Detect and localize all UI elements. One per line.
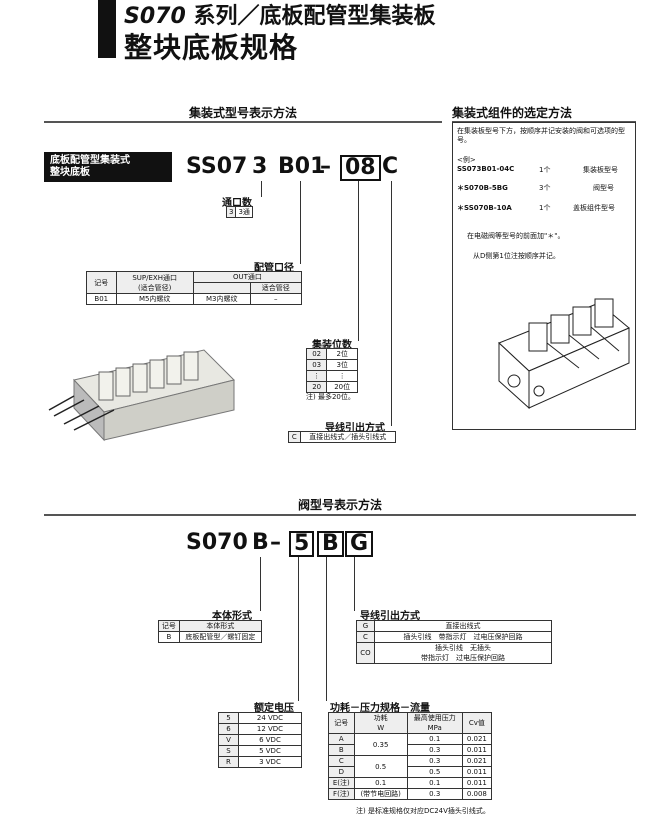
code-dash: – [320,154,331,179]
lead-label: 导线引出方式 [360,611,420,622]
selection-row-name: 阀型号 [593,184,614,192]
stations-label: 集装位数 [312,340,352,351]
wiring-label: 导线引出方式 [325,423,385,434]
manifold-code-wiring: C [382,154,399,179]
manifold-code-station: 3 [252,154,268,179]
port-size-table: 记号 SUP/EXH通口(适合管径) OUT通口 适合管径 B01 M5内螺纹 … [86,271,303,305]
manifold-code-base: SS07 [186,154,248,179]
manifold-illustration [48,349,235,442]
code-dash: – [270,530,281,555]
divider [44,514,636,516]
valve-code-body: B [252,530,269,555]
header-bar [98,0,116,58]
manifold-assembly-illustration [498,298,630,410]
selection-row-name: 盖板组件型号 [573,204,615,212]
valve-code-base: S070 [186,530,248,555]
example-label: <例> [457,156,476,164]
voltage-label: 额定电压 [254,703,294,714]
port-size-label: 配管口径 [254,263,294,274]
power-label: 功耗－压力规格－流量 [330,703,430,714]
series-title: S070 系列／底板配管型集装板 [124,4,436,29]
selection-panel: 在集装板型号下方，按顺序并记安装的阀和可选项的型号。 <例> SS073B01-… [452,122,636,430]
selection-row-qty: 3个 [539,184,551,192]
valve-code-lead: G [345,531,374,557]
manifold-section-title: 集装式型号表示方法 [188,106,297,120]
selection-row-name: 集装板型号 [583,166,618,174]
selection-row-code: SS073B01-04C [457,165,515,173]
valve-section-title: 阀型号表示方法 [297,498,382,512]
selection-row-qty: 1个 [539,204,551,212]
selection-row-code: ＊SS070B-10A [457,204,512,212]
valve-code-power: B [317,531,344,557]
station-count-label: 通口数 [222,198,252,209]
selection-row-qty: 1个 [539,166,551,174]
manifold-type-label: 底板配管型集装式 整块底板 [44,152,172,182]
selection-note: 在电磁阀等型号的前面加"＊"。 [467,232,565,240]
page-title: 整块底板规格 [124,31,299,64]
selection-note: 从D侧第1位注按顺序并记。 [473,252,560,260]
power-note: 注) 是标准规格仅对应DC24V插头引线式。 [356,807,490,815]
stations-note: 注) 最多20位。 [306,393,355,401]
manifold-code-stations: 08 [340,155,381,181]
divider [44,121,442,123]
manifold-code-port: B01 [278,154,326,179]
valve-code-voltage: 5 [289,531,315,557]
selection-intro: 在集装板型号下方，按顺序并记安装的阀和可选项的型号。 [457,127,625,144]
selection-row-code: ＊S070B-5BG [457,184,508,192]
selection-section-title: 集装式组件的选定方法 [452,106,573,120]
body-type-label: 本体形式 [212,611,252,622]
